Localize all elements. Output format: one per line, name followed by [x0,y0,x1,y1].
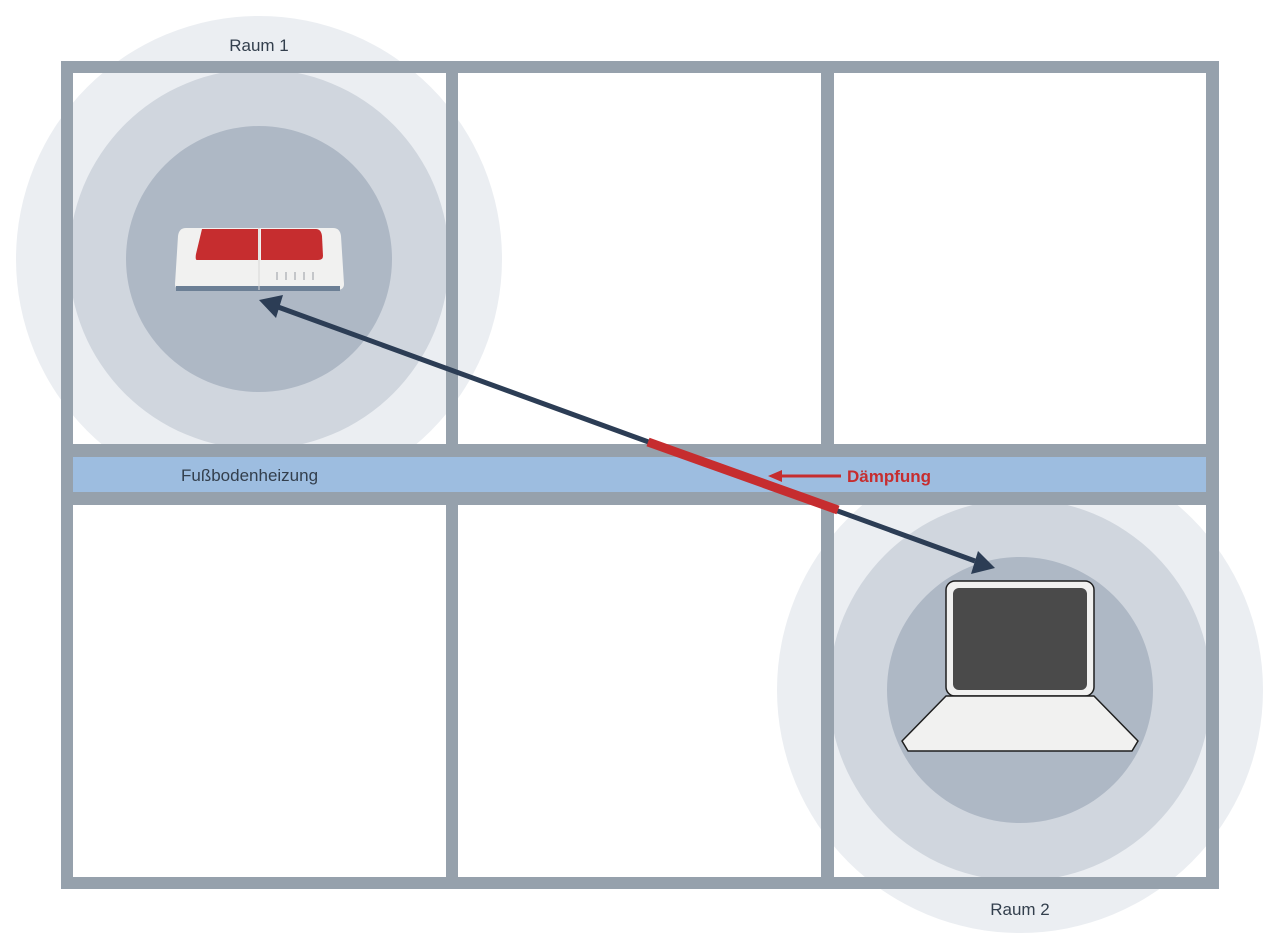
wall-floor-bottom [61,492,1219,505]
wall-outer-bottom [61,877,1219,889]
signal-arrow-line [277,304,976,564]
attenuation-segment [646,437,840,515]
signal-path [259,295,995,574]
wall-upper-divider-2 [821,61,834,457]
wall-outer-right [1206,61,1219,889]
floor-heating-band [67,451,1213,498]
laptop-icon [901,580,1139,752]
floor-heating-label: Fußbodenheizung [181,466,318,485]
wall-outer-left [61,61,73,889]
attenuation-label: Dämpfung [847,467,931,486]
router-icon [175,228,344,291]
attenuation-pointer [768,470,841,482]
wall-upper-divider-1 [446,61,458,457]
wall-lower-divider-2 [821,492,834,889]
wall-outer-top [61,61,1219,73]
attenuation-pointer-head [768,470,782,482]
arrowhead-router [259,295,283,318]
wall-lower-divider-1 [446,492,458,889]
room2-label: Raum 2 [990,900,1050,919]
walls [61,61,1219,889]
arrowhead-laptop [971,551,995,574]
wall-floor-top [61,444,1219,457]
room1-label: Raum 1 [229,36,289,55]
